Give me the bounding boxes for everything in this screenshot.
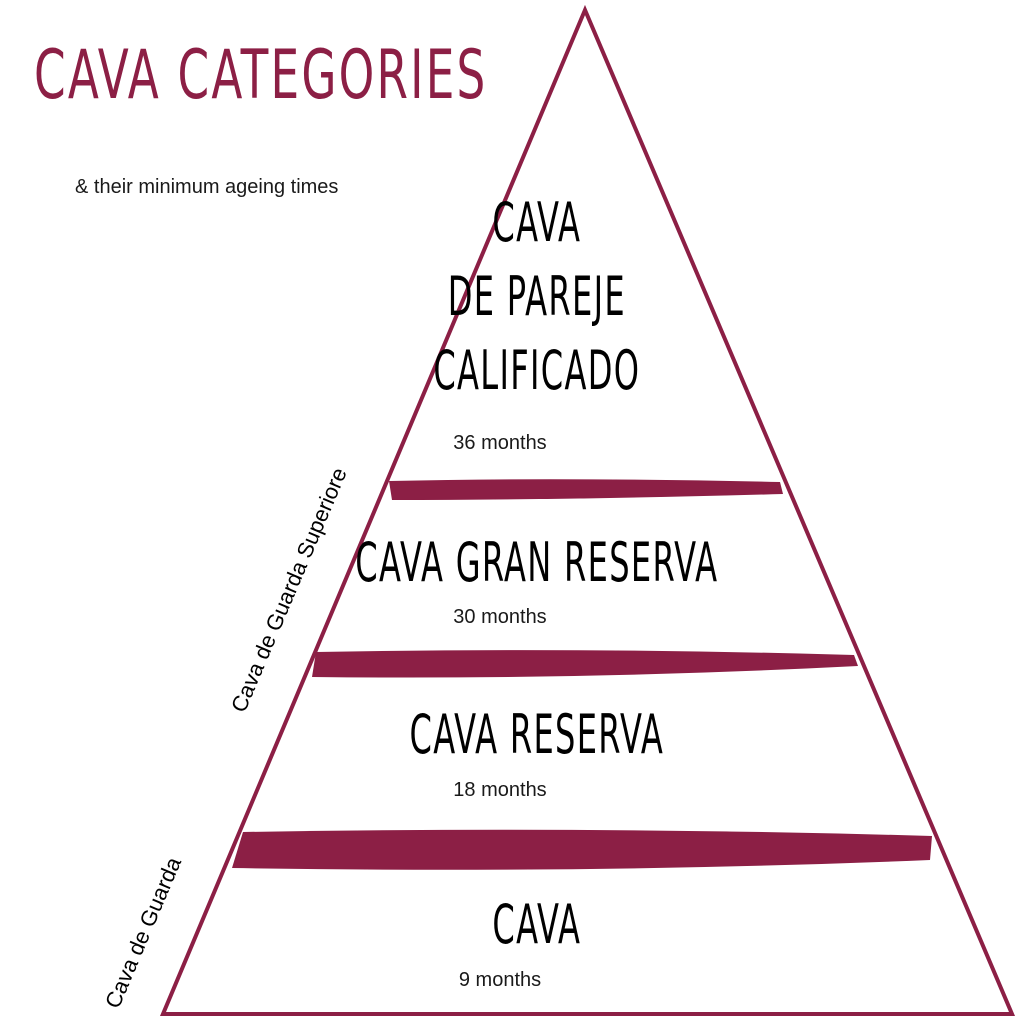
tier-time-pareje-calificado: 36 months: [453, 432, 547, 454]
tier-name-pareje-calificado: CAVA DE PAREJE CALIFICADO: [433, 191, 641, 402]
tier-name-reserva: CAVA RESERVA: [409, 703, 665, 766]
tier-divider-2: [312, 650, 858, 678]
pyramid-outline: [159, 4, 1016, 1016]
tier-divider-1: [389, 479, 783, 500]
tier-time-cava: 9 months: [458, 969, 542, 991]
tier-name-cava: CAVA: [492, 893, 582, 956]
page-subtitle: & their minimum ageing times: [75, 176, 339, 198]
page-title: CAVA CATEGORIES: [34, 36, 488, 115]
tier-name-gran-reserva: CAVA GRAN RESERVA: [355, 531, 719, 594]
tier-divider-3: [232, 829, 932, 870]
tier-time-reserva: 18 months: [453, 779, 547, 801]
tier-time-gran-reserva: 30 months: [453, 606, 547, 628]
